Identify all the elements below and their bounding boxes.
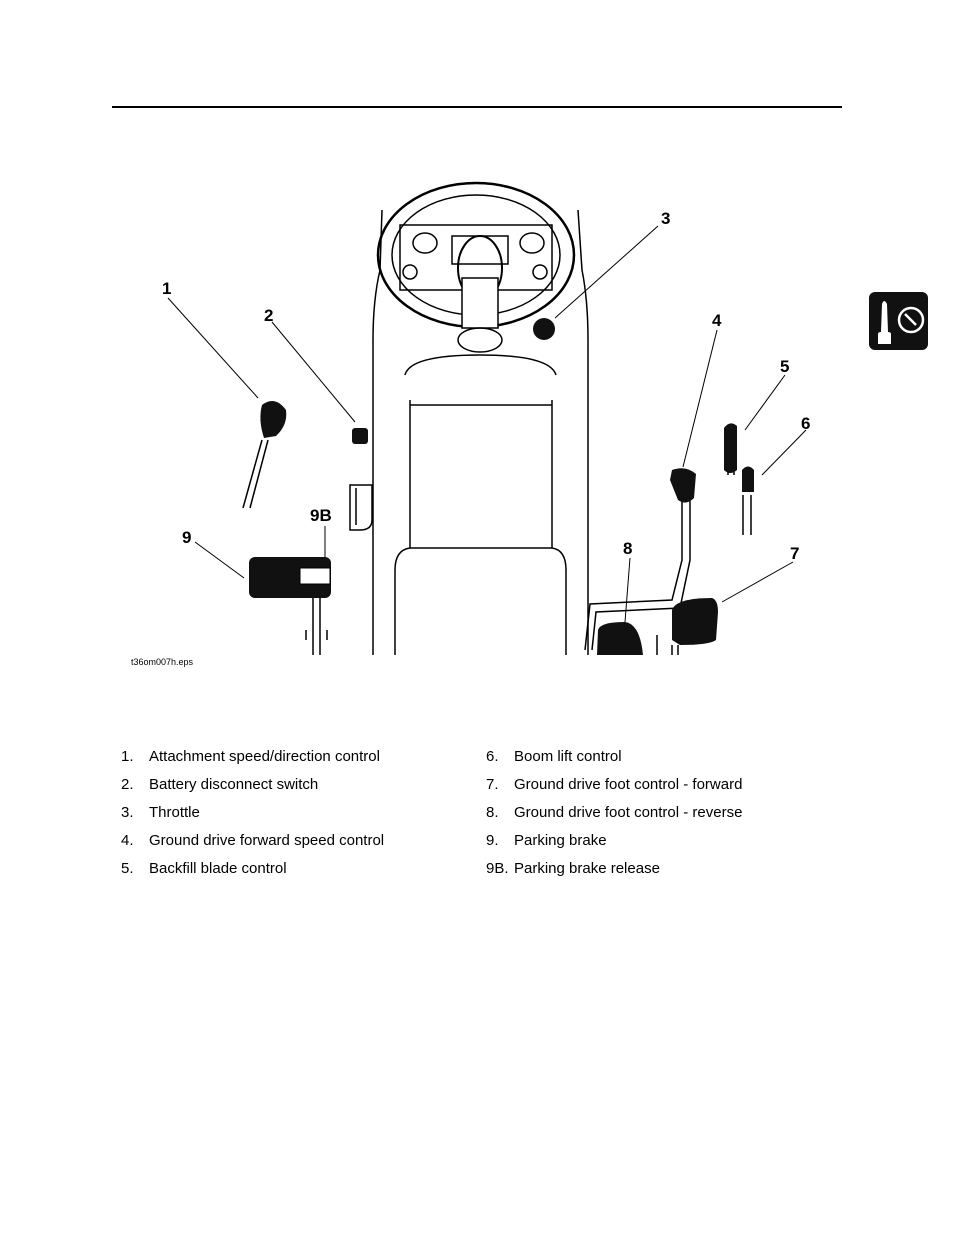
controls-diagram (167, 181, 807, 655)
callout-5: 5 (780, 357, 790, 376)
callout-6: 6 (801, 414, 811, 433)
callout-3: 3 (661, 209, 671, 228)
list-item: 3.Throttle (121, 804, 200, 821)
figure-filename: t36om007h.eps (131, 657, 194, 667)
callout-4: 4 (712, 311, 722, 330)
list-item: 9B.Parking brake release (486, 860, 660, 877)
callout-2: 2 (264, 306, 274, 325)
operation-controls-icon (869, 292, 928, 350)
list-item: 5.Backfill blade control (121, 860, 287, 877)
list-item: 6.Boom lift control (486, 748, 622, 765)
callout-9b: 9B (310, 506, 332, 525)
list-item: 1.Attachment speed/direction control (121, 748, 380, 765)
callout-8: 8 (623, 539, 633, 558)
list-item: 2.Battery disconnect switch (121, 776, 319, 793)
list-item: 9.Parking brake (486, 832, 607, 849)
callout-7: 7 (790, 544, 800, 563)
list-item: 4.Ground drive forward speed control (121, 832, 385, 849)
list-item: 7.Ground drive foot control - forward (486, 776, 743, 793)
callout-1: 1 (162, 279, 172, 298)
header-rule (112, 106, 842, 108)
list-item: 8.Ground drive foot control - reverse (486, 804, 743, 821)
legend-right: 6.Boom lift control 7.Ground drive foot … (486, 743, 742, 883)
legend-left: 1.Attachment speed/direction control 2.B… (121, 743, 384, 883)
callout-9: 9 (182, 528, 192, 547)
